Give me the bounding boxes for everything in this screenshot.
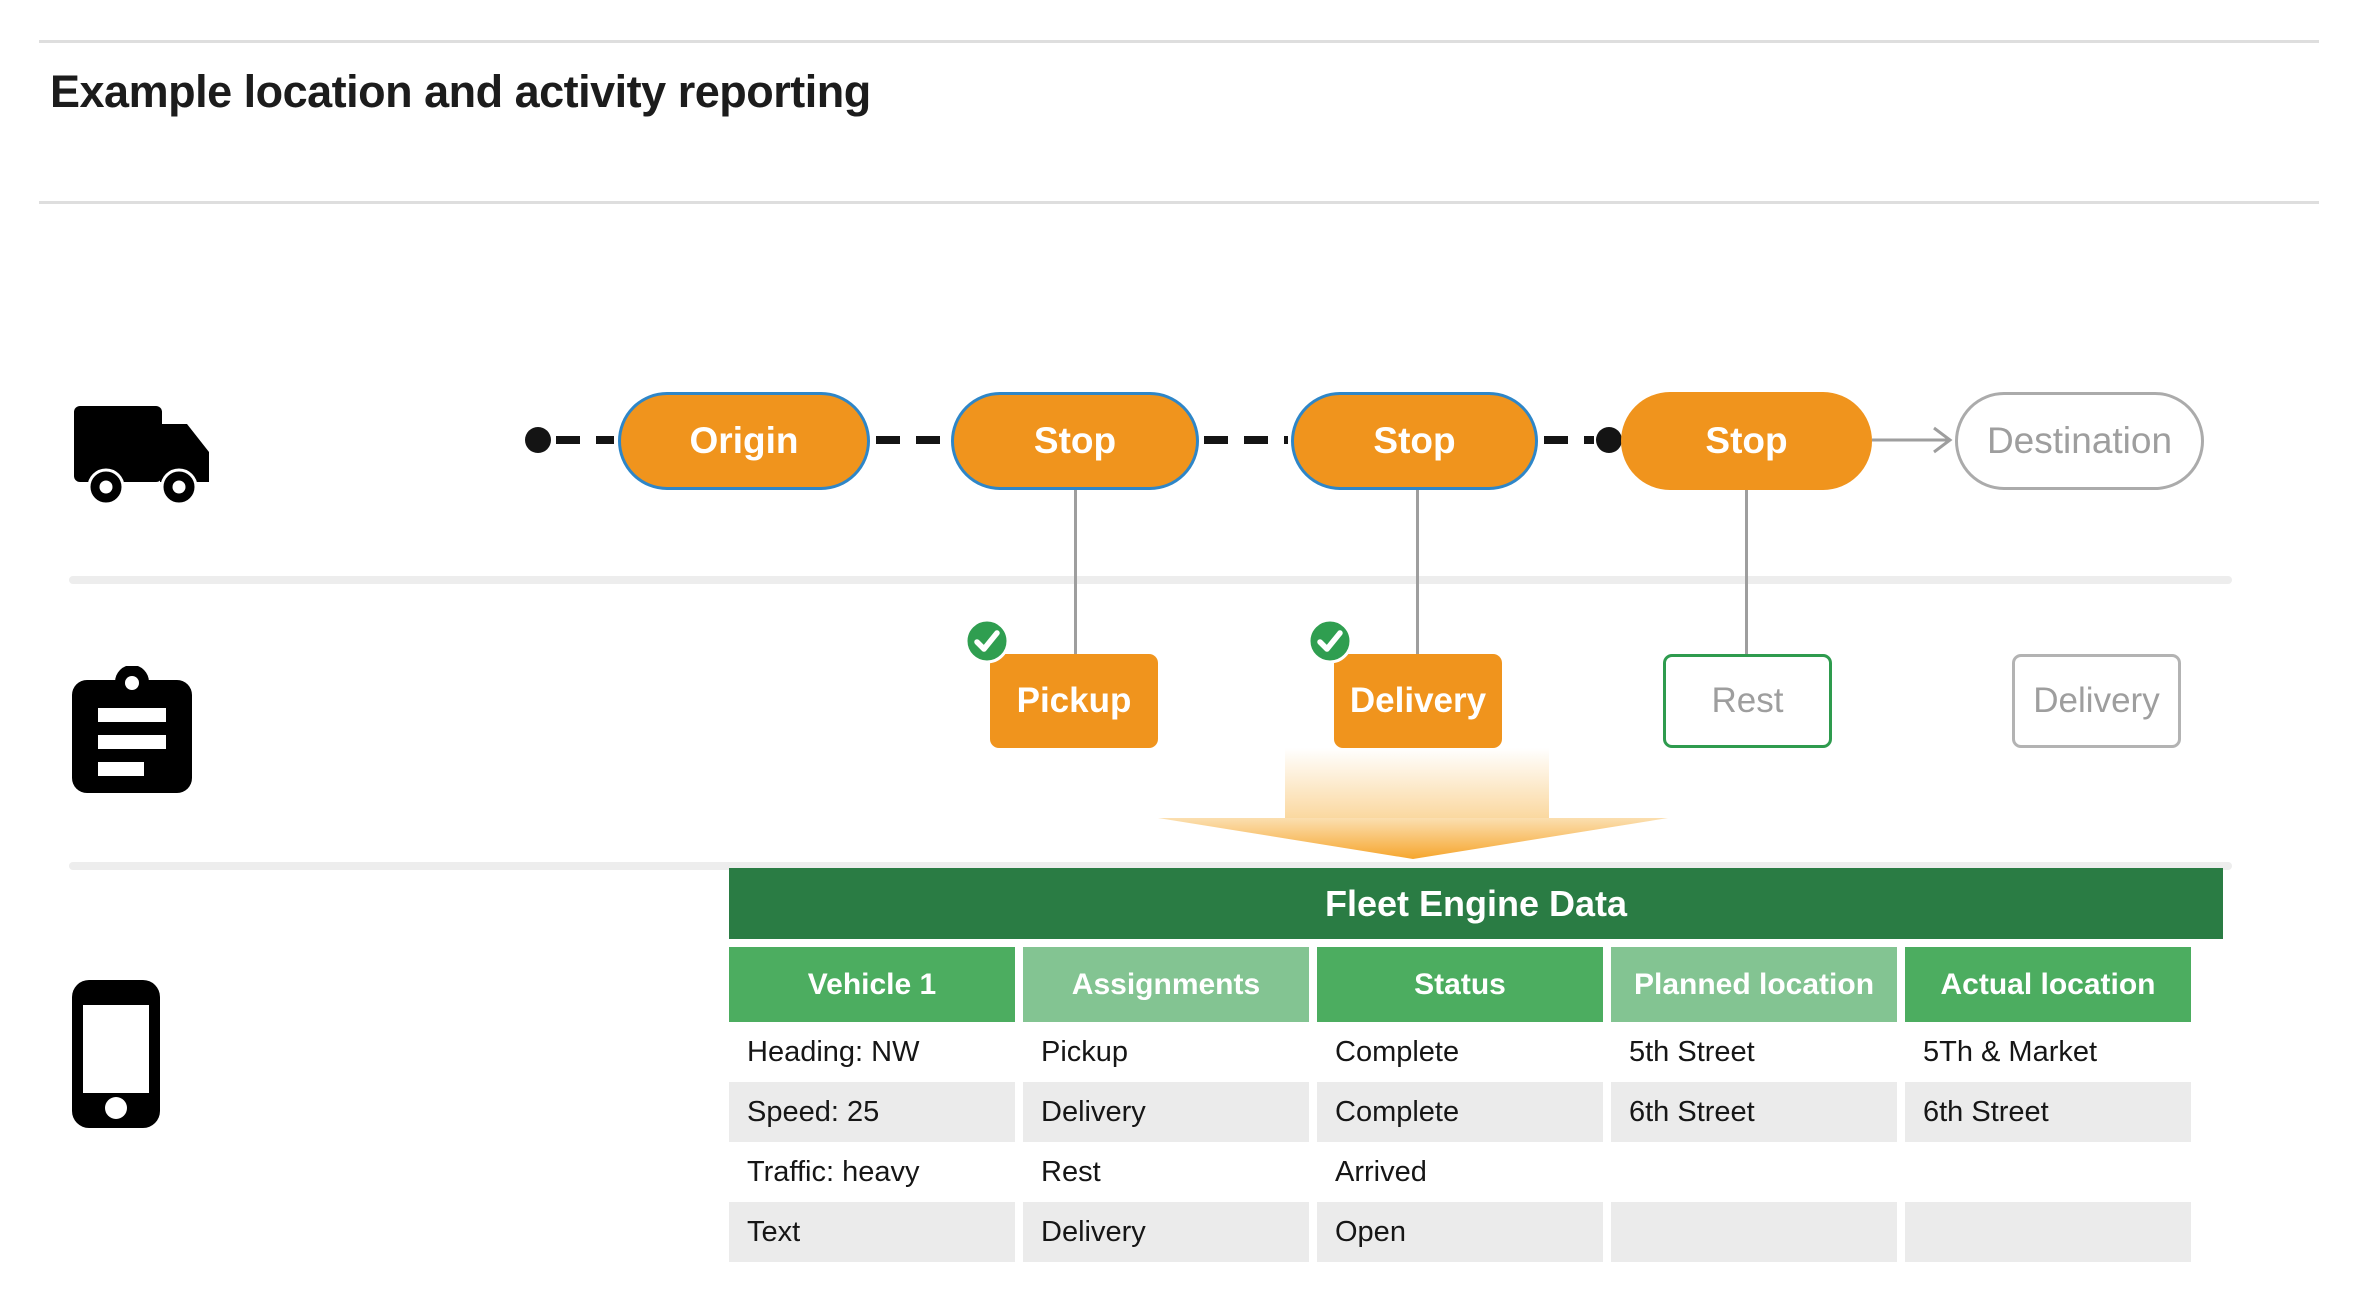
table-cell — [1905, 1202, 2191, 1262]
table-cell: Open — [1317, 1202, 1603, 1262]
column-header-vehicle: Vehicle 1 — [729, 947, 1015, 1022]
table-cell: Complete — [1317, 1082, 1603, 1142]
table-row: Heading: NW Pickup Complete 5th Street 5… — [729, 1022, 2191, 1082]
table-cell — [1611, 1202, 1897, 1262]
activity-label: Pickup — [1016, 681, 1132, 720]
table-cell: Heading: NW — [747, 1035, 920, 1068]
route-node-label: Origin — [689, 420, 799, 461]
connector-stop2-delivery — [1416, 490, 1419, 656]
table-cell: Delivery — [1023, 1202, 1309, 1262]
table-row: Text Delivery Open — [729, 1202, 2191, 1262]
route-dashed-segment — [876, 436, 948, 444]
activity-rest: Rest — [1663, 654, 1832, 748]
route-dashed-segment — [556, 436, 614, 444]
table-cell: Complete — [1335, 1035, 1460, 1068]
route-node-label: Stop — [1705, 420, 1788, 461]
column-header-actual-location: Actual location — [1905, 947, 2191, 1022]
lane-separator-1 — [69, 576, 2232, 584]
table-cell: Delivery — [1023, 1082, 1309, 1142]
table-cell: Arrived — [1335, 1155, 1427, 1188]
route-node-origin: Origin — [618, 392, 870, 490]
route-dashed-segment — [1204, 436, 1288, 444]
table-cell — [1611, 1142, 1897, 1202]
route-node-label: Destination — [1986, 420, 2173, 461]
lane-separator-2 — [69, 862, 2232, 870]
table-cell: Traffic: heavy — [747, 1155, 920, 1188]
route-node-label: Stop — [1373, 420, 1456, 461]
activity-pickup: Pickup — [990, 654, 1158, 748]
data-flow-arrow-icon — [1158, 818, 1668, 859]
route-start-dot — [525, 427, 551, 453]
table-row: Traffic: heavy Rest Arrived — [729, 1142, 2191, 1202]
route-node-label: Stop — [1033, 420, 1117, 461]
activity-delivery-upcoming: Delivery — [2012, 654, 2181, 748]
table-row: Speed: 25 Delivery Complete 6th Street 6… — [729, 1082, 2191, 1142]
check-circle-icon — [1307, 618, 1353, 664]
table-cell: Pickup — [1041, 1035, 1129, 1068]
route-node-stop-1: Stop — [951, 392, 1199, 490]
top-divider — [39, 40, 2319, 43]
clipboard-icon — [72, 666, 192, 793]
connector-stop3-rest — [1745, 490, 1748, 656]
column-header-assignments: Assignments — [1023, 947, 1309, 1022]
vehicle-position-dot — [1596, 427, 1622, 453]
table-cell — [1905, 1142, 2191, 1202]
table-cell: Speed: 25 — [729, 1082, 1015, 1142]
table-title: Fleet Engine Data — [1324, 882, 1628, 924]
activity-delivery: Delivery — [1334, 654, 1502, 748]
page-title: Example location and activity reporting — [50, 66, 871, 117]
table-header-row: Vehicle 1 Assignments Status Planned loc… — [729, 947, 2191, 1022]
check-circle-icon — [964, 618, 1010, 664]
table-cell: Rest — [1041, 1155, 1101, 1188]
smartphone-icon — [72, 980, 160, 1128]
table-cell: 6th Street — [1611, 1082, 1897, 1142]
column-header-planned-location: Planned location — [1611, 947, 1897, 1022]
table-cell: 5th Street — [1629, 1035, 1755, 1068]
activity-label: Delivery — [1349, 681, 1487, 720]
activity-label: Delivery — [2033, 681, 2160, 720]
route-node-stop-3: Stop — [1621, 392, 1872, 490]
truck-icon — [74, 406, 209, 506]
table-cell: 6th Street — [1905, 1082, 2191, 1142]
data-flow-glow — [1285, 748, 1549, 820]
connector-stop1-pickup — [1074, 490, 1077, 656]
route-arrow-to-destination — [1872, 426, 1953, 454]
route-node-destination: Destination — [1955, 392, 2204, 490]
column-header-status: Status — [1317, 947, 1603, 1022]
route-dashed-segment — [1544, 436, 1594, 444]
route-node-stop-2: Stop — [1291, 392, 1538, 490]
table-cell: 5Th & Market — [1923, 1035, 2098, 1068]
table-cell: Text — [729, 1202, 1015, 1262]
activity-label: Rest — [1711, 681, 1784, 720]
title-divider — [39, 201, 2319, 204]
table-title-banner: Fleet Engine Data — [729, 868, 2223, 939]
